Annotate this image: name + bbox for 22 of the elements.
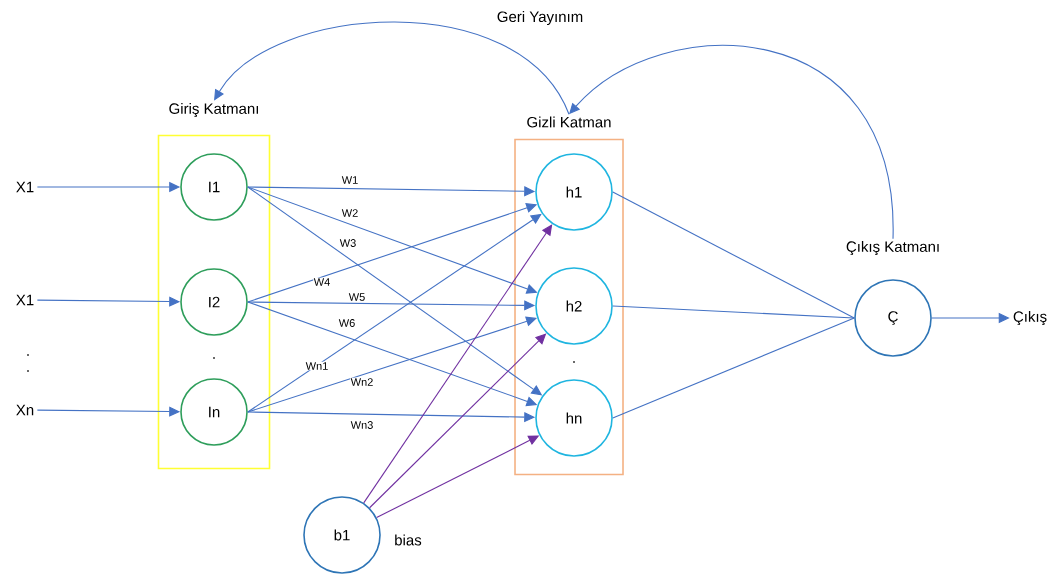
node-label: Giriş Katmanı: [169, 102, 258, 118]
arrow: [363, 224, 553, 504]
arrow: [214, 21, 570, 115]
arrow: [569, 45, 894, 240]
side-label: bias: [395, 534, 422, 546]
arrow: [247, 213, 542, 413]
edge-label: Wn1: [305, 362, 328, 370]
edge-label: W2: [341, 209, 358, 217]
edge-label: Wn3: [350, 421, 373, 429]
input-label: Çıkış: [1013, 311, 1047, 326]
input-label: X1: [16, 181, 34, 193]
edge-label: W1: [341, 176, 358, 184]
node-label: Gizli Katman: [527, 116, 611, 128]
edge-label: W6: [338, 319, 355, 327]
node-label: Çıkış Katmanı: [846, 240, 939, 256]
caption-label: Geri Yayınım: [497, 11, 583, 25]
input-label: Xn: [16, 404, 34, 416]
edge-label: W5: [348, 293, 365, 301]
input-label: X1: [16, 294, 34, 306]
edge-label: Wn2: [350, 378, 373, 386]
edge-label: W4: [313, 278, 330, 286]
edge-label: W3: [339, 239, 356, 247]
